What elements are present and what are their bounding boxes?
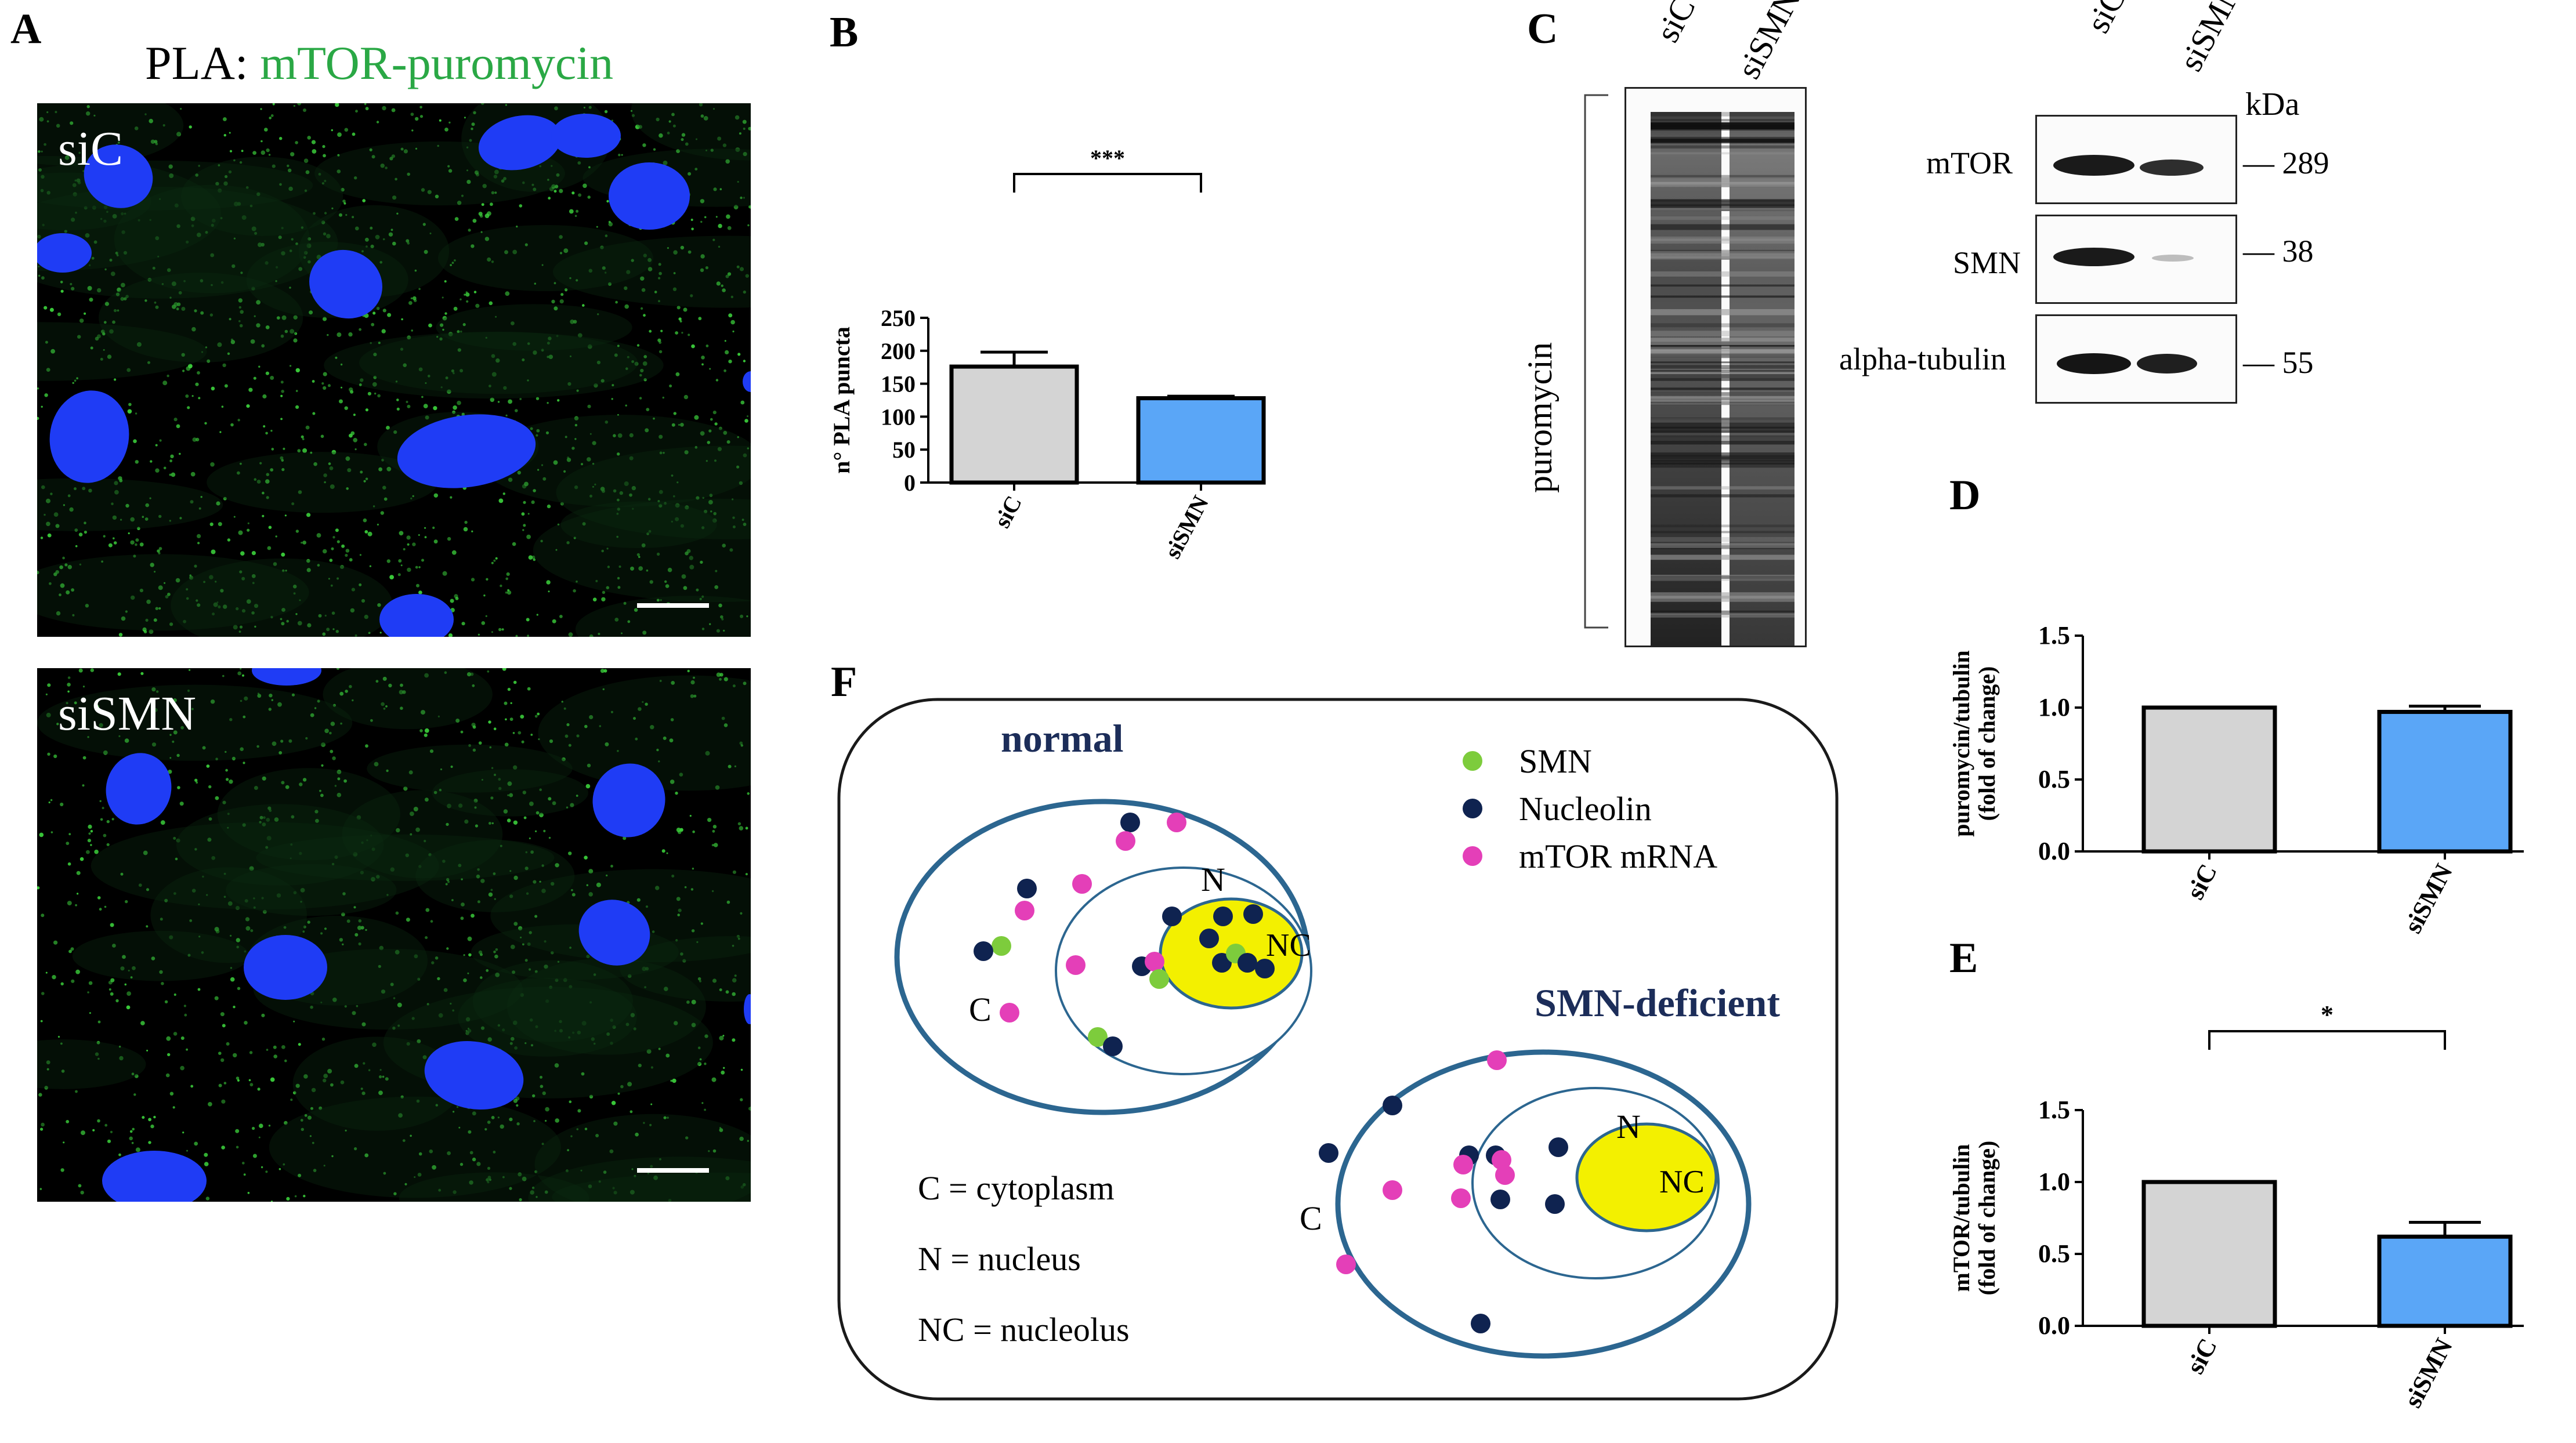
kda-smn: — 38 xyxy=(2243,234,2314,269)
blot-label-smn: SMN xyxy=(1953,245,2021,280)
puromycin-bracket xyxy=(1584,94,1608,629)
panel-e-letter: E xyxy=(1949,934,1978,982)
chart-d-bar-sismn xyxy=(2377,709,2513,854)
chart-e: 0.0 0.5 1.0 1.5 mTOR/tubulin(fold of change)… xyxy=(1948,1000,2524,1412)
chart-b-y-tick-label: 150 xyxy=(881,371,916,397)
kda-smn-value: 38 xyxy=(2282,234,2314,269)
chart-b-significance-label: *** xyxy=(1090,145,1125,171)
scale-bar xyxy=(637,603,709,608)
blot-label-mtor: mTOR xyxy=(1926,146,2013,180)
chart-b-y-tick-label: 0 xyxy=(904,470,916,496)
panel-d-letter: D xyxy=(1949,472,1981,519)
legend-swatch-mtor-mrna xyxy=(1463,846,1482,866)
kda-tubulin: — 55 xyxy=(2243,345,2314,380)
tubulin-blot xyxy=(2035,314,2237,404)
chart-d-y-tick-label: 0.5 xyxy=(2038,765,2070,793)
chart-e-y-tick-label: 1.0 xyxy=(2038,1168,2070,1196)
chart-e-y-tick-label: 0.0 xyxy=(2038,1311,2070,1340)
chart-b-bar-sic xyxy=(949,364,1079,485)
panel-c-letter: C xyxy=(1527,5,1558,53)
lane-label-sic: siC xyxy=(1648,0,1703,48)
pla-image-sismn-graphic xyxy=(37,668,751,1202)
chart-e-x-tick-label: siC xyxy=(2181,1334,2223,1379)
definition-nucleus: N = nucleus xyxy=(918,1240,1081,1278)
definition-nucleolus: NC = nucleolus xyxy=(918,1311,1130,1348)
legend-label-nucleolin: Nucleolin xyxy=(1519,790,1652,828)
title-normal: normal xyxy=(1001,716,1124,760)
kda-mtor: — 289 xyxy=(2243,146,2329,180)
chart-d-y-tick-label: 0.0 xyxy=(2038,837,2070,865)
label-nucleus-normal: N xyxy=(1201,861,1225,898)
chart-b-y-label: n° PLA puncta xyxy=(828,327,855,474)
kda-mtor-value: 289 xyxy=(2282,146,2329,180)
pla-image-sic-graphic xyxy=(37,103,751,637)
chart-d-y-label-2: (fold of change) xyxy=(1974,666,2000,821)
model-diagram: normal SMN-deficient C N NC C N NC SMN N… xyxy=(837,698,1839,1401)
lane-label-sismn: siSMN xyxy=(1729,0,1808,85)
puromycin-blot-graphic xyxy=(1651,112,1794,646)
chart-d-y-tick-label: 1.5 xyxy=(2038,621,2070,650)
kda-label: kDa xyxy=(2245,86,2300,122)
chart-b-bar-sismn xyxy=(1136,396,1266,485)
panel-f-letter: F xyxy=(831,658,858,706)
chart-e-y-label: mTOR/tubulin xyxy=(1948,1144,1974,1292)
label-nucleolus-deficient: NC xyxy=(1659,1164,1705,1200)
definition-cytoplasm: C = cytoplasm xyxy=(918,1169,1115,1207)
chart-b-y-tick-label: 200 xyxy=(881,338,916,364)
label-cytoplasm-deficient: C xyxy=(1300,1199,1322,1237)
chart-b: 0 50 100 150 200 250 n° PLA puncta siC siSMN *** xyxy=(828,145,1266,563)
panel-a-title: PLA: mTOR-puromycin xyxy=(145,36,613,90)
chart-d-bar-sic xyxy=(2141,705,2277,854)
panel-b-letter: B xyxy=(830,9,859,56)
chart-b-y-tick-label: 50 xyxy=(892,437,916,463)
puromycin-label: puromycin xyxy=(1521,342,1559,493)
pla-image-sismn: siSMN xyxy=(37,668,751,1202)
chart-e-y-tick-label: 1.5 xyxy=(2038,1096,2070,1124)
smn-blot xyxy=(2035,215,2237,304)
chart-e-y-label-2: (fold of change) xyxy=(1974,1141,2000,1296)
mtor-blot xyxy=(2035,115,2237,204)
chart-e-x-tick-label: siSMN xyxy=(2398,1333,2458,1412)
lane-label-sic-2: siC xyxy=(2078,0,2133,39)
title-smn-deficient: SMN-deficient xyxy=(1535,981,1780,1025)
chart-e-significance-label: * xyxy=(2321,1000,2333,1029)
pla-image-sic-label: siC xyxy=(58,122,124,176)
chart-b-x-tick-label: siSMN xyxy=(1159,491,1214,563)
chart-b-y-tick-label: 100 xyxy=(881,404,916,430)
chart-d-x-tick-label: siSMN xyxy=(2398,859,2458,937)
scale-bar xyxy=(637,1168,709,1173)
legend-label-mtor-mrna: mTOR mRNA xyxy=(1519,837,1717,875)
panel-a-title-prefix: PLA: xyxy=(145,37,261,89)
chart-d-y-label: puromycin/tubulin xyxy=(1948,650,1974,837)
panel-a-title-highlight: mTOR-puromycin xyxy=(260,37,614,89)
tubulin-blot-graphic xyxy=(2057,353,2197,374)
chart-b-x-tick-label: siC xyxy=(989,491,1027,532)
label-cytoplasm-normal: C xyxy=(969,991,992,1028)
legend-label-smn: SMN xyxy=(1519,742,1592,780)
kda-tubulin-value: 55 xyxy=(2282,345,2314,380)
lane-label-sismn-2: siSMN xyxy=(2171,0,2250,77)
puromycin-blot xyxy=(1625,87,1807,647)
mtor-blot-graphic xyxy=(2053,155,2204,176)
chart-e-significance-bracket xyxy=(2208,1030,2446,1050)
label-nucleolus-normal: NC xyxy=(1266,927,1311,963)
chart-d-x-tick-label: siC xyxy=(2181,860,2223,904)
legend-swatch-smn xyxy=(1463,751,1482,771)
chart-e-bar-sismn xyxy=(2377,1234,2513,1328)
chart-b-significance-bracket xyxy=(1013,173,1202,193)
chart-d: 0.0 0.5 1.0 1.5 puromycin/tubulin(fold of ch… xyxy=(1948,621,2524,938)
panel-a-letter: A xyxy=(10,5,42,53)
smn-blot-graphic xyxy=(2053,248,2194,266)
chart-d-y-tick-label: 1.0 xyxy=(2038,693,2070,722)
chart-e-bar-sic xyxy=(2141,1180,2277,1328)
chart-e-y-tick-label: 0.5 xyxy=(2038,1239,2070,1268)
chart-b-y-tick-label: 250 xyxy=(881,305,916,331)
label-nucleus-deficient: N xyxy=(1616,1108,1641,1145)
pla-image-sic: siC xyxy=(37,103,751,637)
blot-label-tubulin: alpha-tubulin xyxy=(1839,342,2006,376)
legend-swatch-nucleolin xyxy=(1463,799,1482,818)
pla-image-sismn-label: siSMN xyxy=(58,687,197,741)
